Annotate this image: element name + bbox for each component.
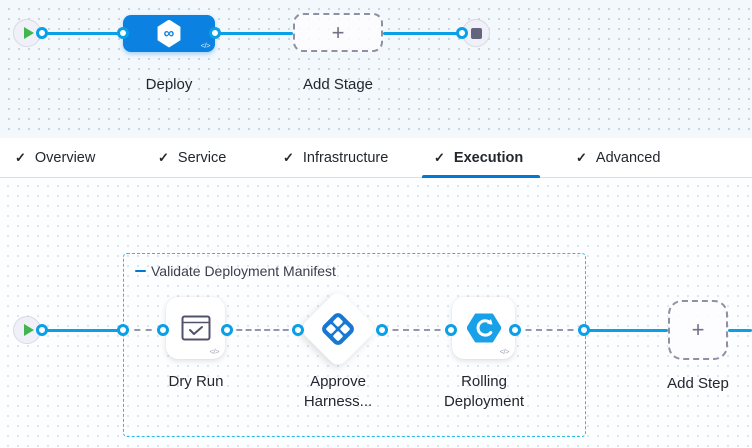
connector-line <box>215 31 293 35</box>
add-stage-button[interactable]: + <box>293 13 383 52</box>
yaml-code-icon[interactable]: </> <box>499 347 510 356</box>
tab-overview[interactable]: ✓ Overview <box>15 138 95 178</box>
rolling-deployment-icon <box>466 313 501 343</box>
connector-port[interactable] <box>509 324 521 336</box>
stage-graph-canvas[interactable]: ∞ </> + Deploy Add Stage <box>0 0 752 138</box>
connector-port[interactable] <box>117 27 129 39</box>
connector-line <box>383 31 462 35</box>
tab-label: Execution <box>453 150 524 166</box>
tab-advanced[interactable]: ✓ Advanced <box>576 138 660 178</box>
step-node-dry-run[interactable]: </> <box>166 297 225 359</box>
execution-graph-canvas[interactable]: Validate Deployment Manifest <box>0 178 752 448</box>
stop-icon <box>470 27 482 39</box>
play-icon <box>23 324 34 336</box>
step-group-container[interactable]: Validate Deployment Manifest <box>123 253 586 437</box>
step-label-approval: Approve Harness... <box>303 373 373 411</box>
add-step-button[interactable]: + <box>668 300 728 360</box>
connector-port[interactable] <box>221 324 233 336</box>
stage-config-tabs: ✓ Overview ✓ Service ✓ Infrastructure ✓ … <box>0 138 752 178</box>
connector-port[interactable] <box>209 27 221 39</box>
approval-icon <box>322 313 354 345</box>
check-icon: ✓ <box>283 150 294 165</box>
connector-dashed-line <box>515 329 584 331</box>
check-icon: ✓ <box>576 150 587 165</box>
connector-port[interactable] <box>36 324 48 336</box>
check-icon: ✓ <box>158 150 169 165</box>
active-tab-indicator <box>422 175 540 178</box>
connector-port[interactable] <box>292 324 304 336</box>
connector-line <box>728 328 752 332</box>
tab-execution[interactable]: ✓ Execution <box>434 138 523 178</box>
connector-port[interactable] <box>376 324 388 336</box>
collapse-icon[interactable] <box>135 269 146 273</box>
plus-icon: + <box>331 19 345 45</box>
connector-line <box>42 328 123 332</box>
connector-dashed-line <box>227 329 298 331</box>
connector-dashed-line <box>123 329 163 331</box>
tab-label: Overview <box>34 150 96 166</box>
connector-port[interactable] <box>36 27 48 39</box>
connector-line <box>584 328 668 332</box>
step-group-header[interactable]: Validate Deployment Manifest <box>135 263 336 279</box>
tab-infrastructure[interactable]: ✓ Infrastructure <box>283 138 388 178</box>
plus-icon: + <box>691 317 705 342</box>
play-icon <box>23 27 34 39</box>
tab-service[interactable]: ✓ Service <box>158 138 226 178</box>
stage-label: Deploy <box>145 76 193 93</box>
tab-label: Infrastructure <box>302 150 389 166</box>
step-group-label: Validate Deployment Manifest <box>151 263 336 279</box>
step-node-rolling-deployment[interactable]: </> <box>452 297 515 359</box>
connector-port[interactable] <box>578 324 590 336</box>
harness-pipeline-icon: ∞ <box>157 19 181 48</box>
connector-dashed-line <box>382 329 451 331</box>
step-node-approval[interactable] <box>298 289 378 369</box>
stage-node-deploy[interactable]: ∞ </> <box>123 15 215 52</box>
check-icon: ✓ <box>434 150 445 165</box>
yaml-code-icon[interactable]: </> <box>209 347 220 356</box>
connector-port[interactable] <box>157 324 169 336</box>
add-stage-label: Add Stage <box>302 76 374 93</box>
check-icon: ✓ <box>15 150 26 165</box>
connector-line <box>42 31 125 35</box>
tab-label: Advanced <box>595 150 661 166</box>
tab-label: Service <box>177 150 227 166</box>
step-label-dry-run: Dry Run <box>168 373 224 390</box>
connector-port[interactable] <box>445 324 457 336</box>
dry-run-icon <box>181 315 210 341</box>
connector-port[interactable] <box>456 27 468 39</box>
step-label-rolling-deployment: Rolling Deployment <box>443 373 525 411</box>
add-step-label: Add Step <box>667 375 729 392</box>
connector-port[interactable] <box>117 324 129 336</box>
yaml-code-icon[interactable]: </> <box>200 41 211 50</box>
